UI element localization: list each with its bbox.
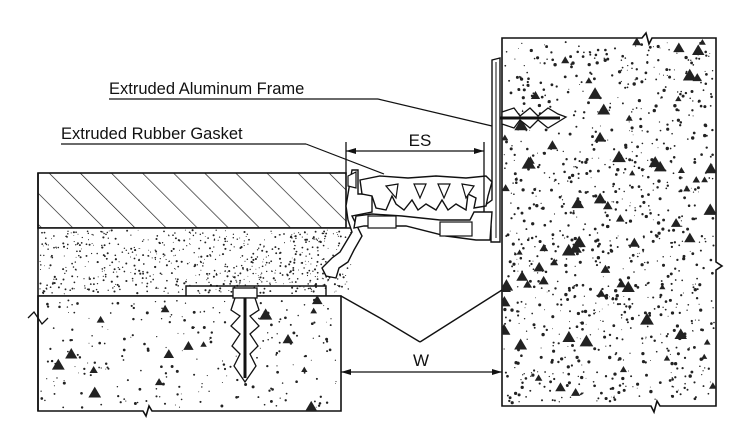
- left-anchor: [230, 287, 260, 384]
- es-dimension: ES: [345, 131, 485, 206]
- callout-rubber-gasket: Extruded Rubber Gasket: [61, 125, 385, 175]
- right-anchor: [496, 107, 568, 129]
- aluminum-frame-label: Extruded Aluminum Frame: [109, 80, 304, 98]
- right-concrete-wall: [501, 31, 724, 415]
- left-concrete-slab: [27, 173, 342, 418]
- rubber-gasket: [347, 171, 493, 212]
- hatched-finish-layer: [37, 172, 347, 229]
- callout-aluminum-frame: Extruded Aluminum Frame: [109, 80, 493, 127]
- frame-body: [185, 169, 493, 296]
- joint-lines: [340, 289, 503, 343]
- rubber-gasket-label: Extruded Rubber Gasket: [61, 125, 243, 143]
- w-dimension: W: [341, 351, 502, 375]
- w-dimension-label: W: [413, 351, 429, 370]
- es-dimension-label: ES: [409, 131, 432, 150]
